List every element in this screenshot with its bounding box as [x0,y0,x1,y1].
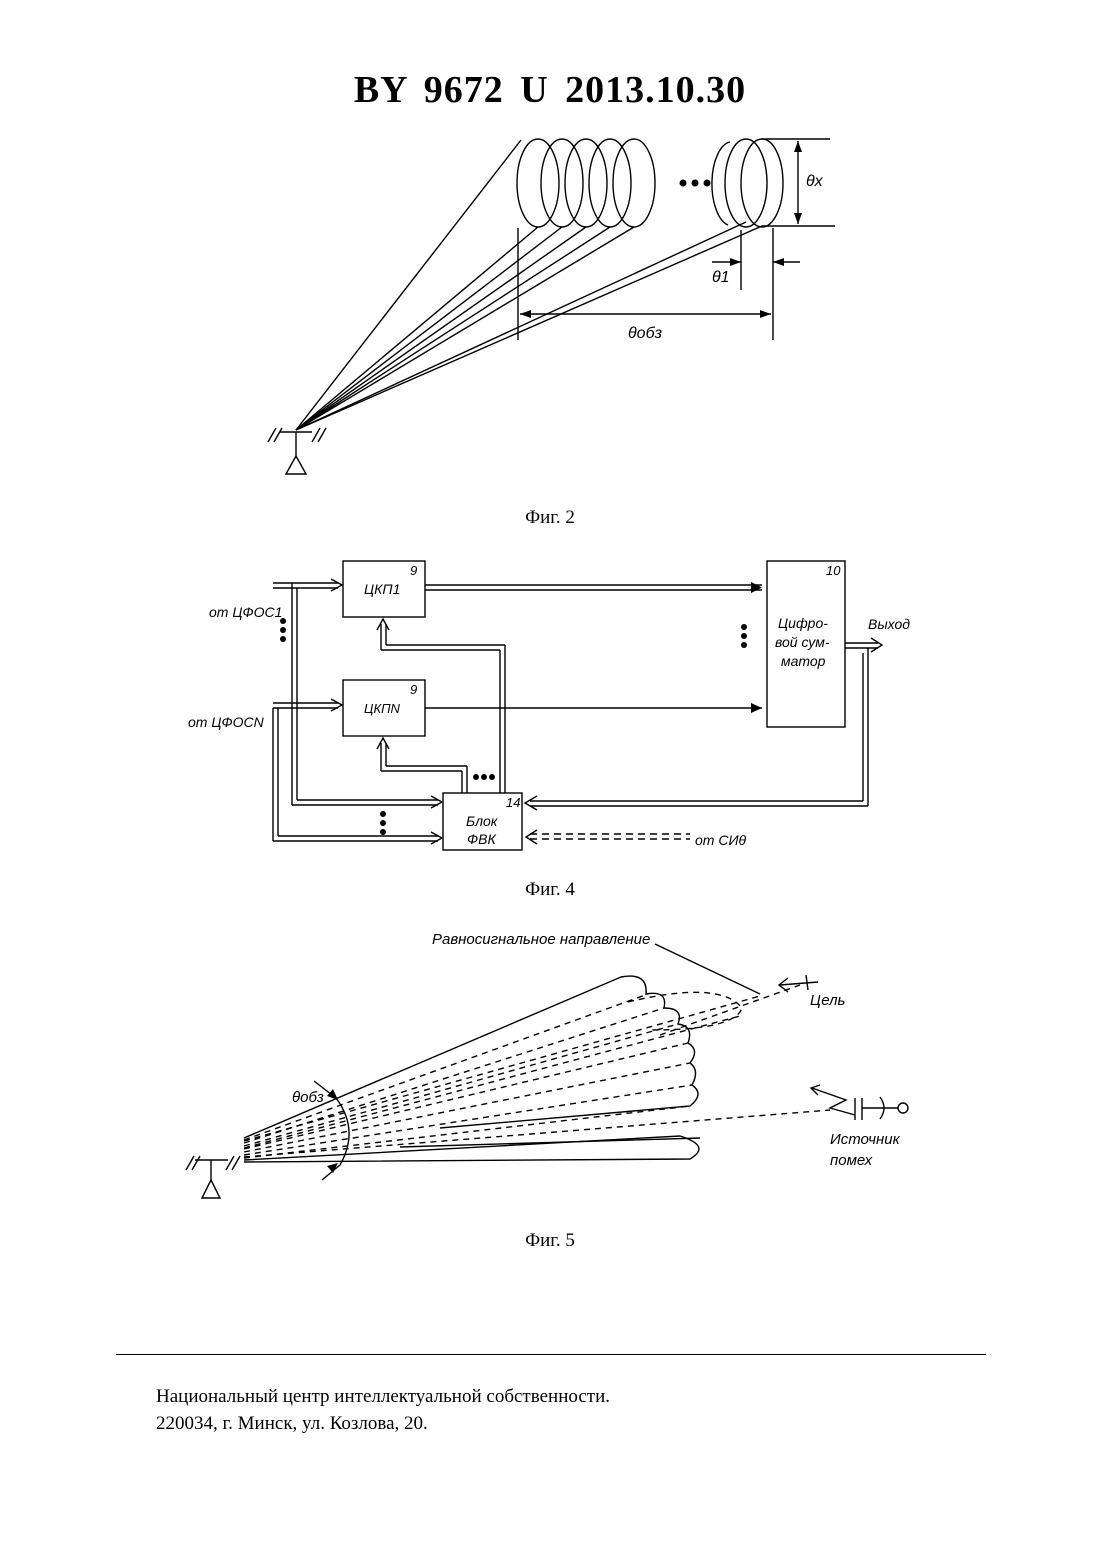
label-theta-obz: θобз [628,325,662,342]
footer-line-1: Национальный центр интеллектуальной собс… [156,1383,610,1410]
beam-coil [517,139,559,227]
beam-coil [565,139,607,227]
output-label: Выход [868,616,910,632]
input-label-n: от ЦФОСN [188,714,265,730]
ellipsis-dot [692,180,699,187]
ellipsis-dot [704,180,711,187]
equisignal-direction-label: Равносигнальное направление [432,931,650,948]
beam-coil-partial [712,142,730,225]
figure-2-caption: Фиг. 2 [0,507,1100,529]
si-input-label: от СИθ [695,832,746,848]
figure-2-diagram: θx θ1 θобз [0,120,1100,500]
figure-4-caption: Фиг. 4 [0,879,1100,901]
fvk-label-2: ФВК [467,831,496,847]
jammer-label-2: помех [830,1152,873,1169]
label-theta-1: θ1 [712,269,730,286]
footer-line-2: 220034, г. Минск, ул. Козлова, 20. [156,1410,610,1437]
beam-coil [589,139,631,227]
figure-4-diagram: 9 ЦКП1 9 ЦКПN 10 Цифро- вой сум- матор 1… [0,550,1100,860]
footer-divider [116,1354,986,1355]
fvk-label-1: Блок [466,813,499,829]
beam-coil [613,139,655,227]
input-label-1: от ЦФОС1 [209,604,282,620]
footer: Национальный центр интеллектуальной собс… [156,1383,610,1437]
beam-coil [725,139,767,227]
jammer-label-1: Источник [830,1131,901,1148]
document-header: BY 9672 U 2013.10.30 [0,68,1100,112]
ckpn-label: ЦКПN [364,701,401,716]
summator-label-2: вой сум- [775,634,830,650]
label-theta-x: θx [806,173,824,190]
target-label: Цель [810,992,846,1009]
summator-number: 10 [826,563,841,578]
ellipsis-dot [680,180,687,187]
summator-label-3: матор [781,653,826,669]
figure-5-diagram: Равносигнальное направление Цель Источни… [0,925,1100,1210]
label-theta-obz: θобз [292,1089,324,1106]
ckpn-number: 9 [410,682,417,697]
beam-coil [741,139,783,227]
figure-5-caption: Фиг. 5 [0,1230,1100,1252]
beam-coil [541,139,583,227]
ckp1-number: 9 [410,563,417,578]
ckp1-label: ЦКП1 [364,581,400,597]
summator-label-1: Цифро- [778,615,828,631]
fvk-number: 14 [506,795,520,810]
